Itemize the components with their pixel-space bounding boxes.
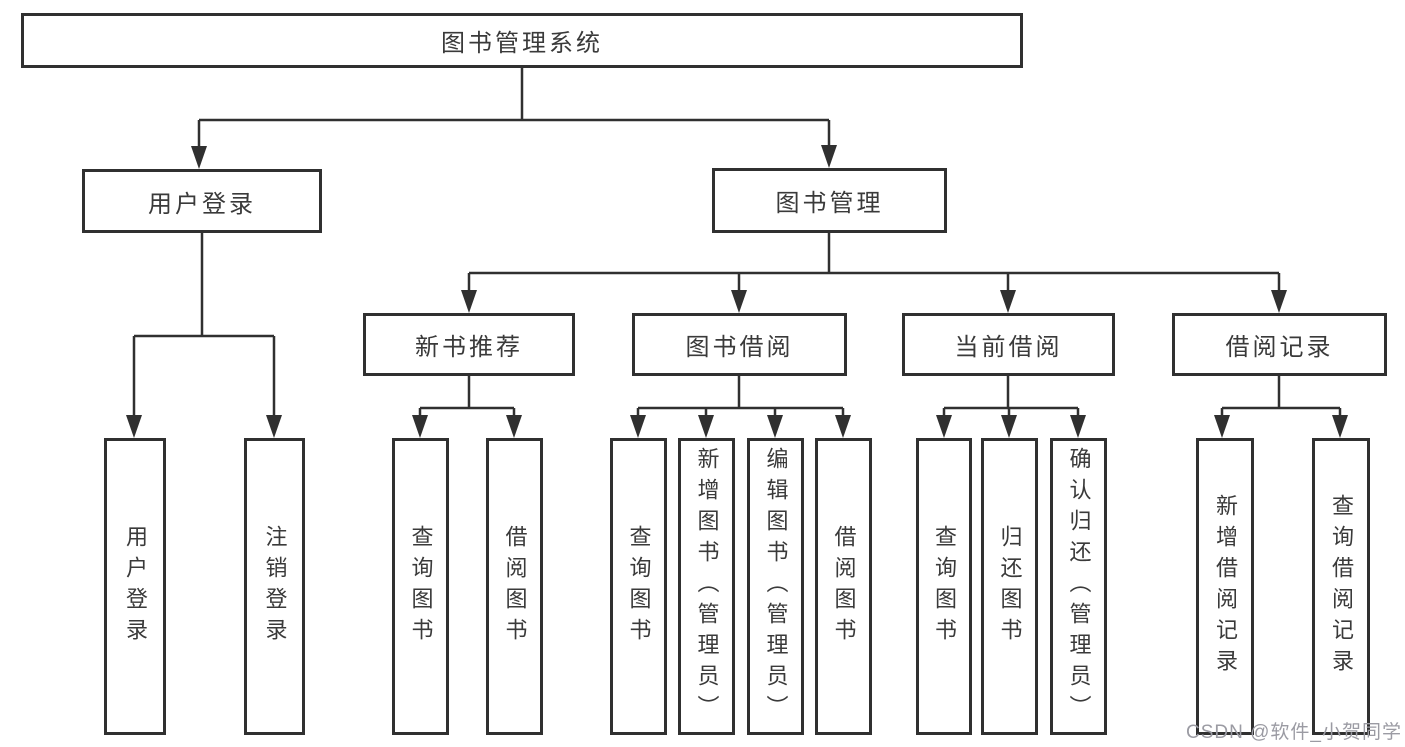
leaf-query-books-current: 查询图书 xyxy=(916,438,972,735)
leaf-add-borrow-record: 新增借阅记录 xyxy=(1196,438,1254,735)
node-current-borrowing: 当前借阅 xyxy=(902,313,1115,376)
leaf-user-login: 用户登录 xyxy=(104,438,166,735)
node-user-login: 用户登录 xyxy=(82,169,322,233)
leaf-return-books: 归还图书 xyxy=(981,438,1038,735)
watermark-text: CSDN @软件_小贺同学 xyxy=(1186,722,1402,743)
node-library-system: 图书管理系统 xyxy=(21,13,1023,68)
node-borrowing-records: 借阅记录 xyxy=(1172,313,1387,376)
leaf-logout: 注销登录 xyxy=(244,438,305,735)
leaf-borrow-books-recommend: 借阅图书 xyxy=(486,438,543,735)
leaf-query-borrow-record: 查询借阅记录 xyxy=(1312,438,1370,735)
node-book-borrowing: 图书借阅 xyxy=(632,313,847,376)
node-new-book-recommendation: 新书推荐 xyxy=(363,313,575,376)
node-book-management: 图书管理 xyxy=(712,168,947,233)
leaf-borrow-books: 借阅图书 xyxy=(815,438,872,735)
leaf-edit-books-admin: 编辑图书（管理员） xyxy=(747,438,804,735)
arrowheads xyxy=(126,145,1348,438)
leaf-add-books-admin: 新增图书（管理员） xyxy=(678,438,735,735)
leaf-confirm-return-admin: 确认归还（管理员） xyxy=(1050,438,1107,735)
leaf-query-books-recommend: 查询图书 xyxy=(392,438,449,735)
leaf-query-books-borrow: 查询图书 xyxy=(610,438,667,735)
